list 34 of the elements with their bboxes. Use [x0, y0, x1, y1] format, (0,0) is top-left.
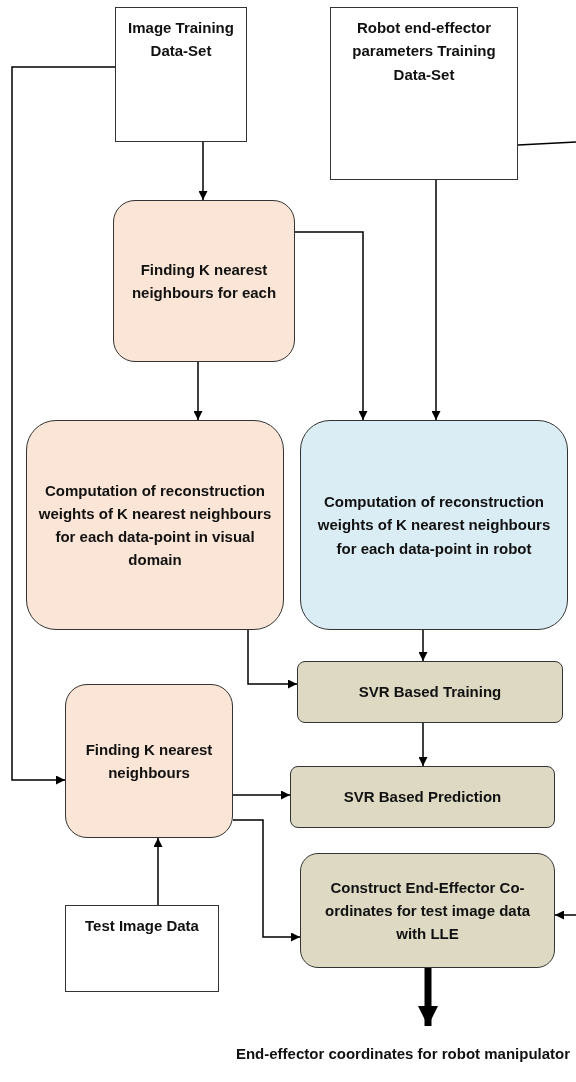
arrow: [198, 141, 208, 201]
node-text: SVR Based Prediction: [343, 787, 502, 808]
arrow: [418, 722, 428, 767]
data-box: [330, 7, 518, 180]
node-text: Finding K nearest neighbours for each: [130, 259, 278, 303]
node-text: Construct End-Effector Co-ordinates for test image data with LLE: [323, 877, 532, 945]
process-box: [300, 420, 568, 630]
node-text: Test Image Data: [85, 916, 199, 936]
data-box: [65, 905, 219, 992]
process-box: [113, 200, 295, 362]
data-box: [115, 7, 247, 142]
arrow: [418, 629, 428, 662]
arrow: [153, 837, 163, 906]
process-box: [26, 420, 284, 630]
arrow: [232, 819, 301, 942]
node-text: Image Training Data-Set: [127, 18, 235, 62]
process-box: [65, 684, 233, 838]
node-text: SVR Based Training: [358, 682, 502, 703]
arrow: [232, 790, 291, 800]
arrow: [247, 629, 298, 689]
node-text: Computation of reconstruction weights of K nearest neighbours for each data-point in visual domain: [37, 480, 273, 571]
arrow: [431, 179, 441, 421]
arrow: [11, 66, 116, 785]
process-box: [290, 766, 555, 828]
process-box: [297, 661, 563, 723]
node-text: Finding K nearest neighbours: [84, 739, 214, 783]
arrow: [554, 910, 576, 920]
node-text: Computation of reconstruction weights of K nearest neighbours for each data-point in robot: [316, 492, 552, 559]
process-box: [300, 853, 555, 968]
output-text: End-effector coordinates for robot manipulator: [235, 1044, 571, 1065]
node-text: Robot end-effector parameters Training Data-Set: [351, 18, 497, 85]
connector-line: [517, 141, 576, 146]
arrow: [294, 231, 368, 421]
arrow: [193, 361, 203, 421]
